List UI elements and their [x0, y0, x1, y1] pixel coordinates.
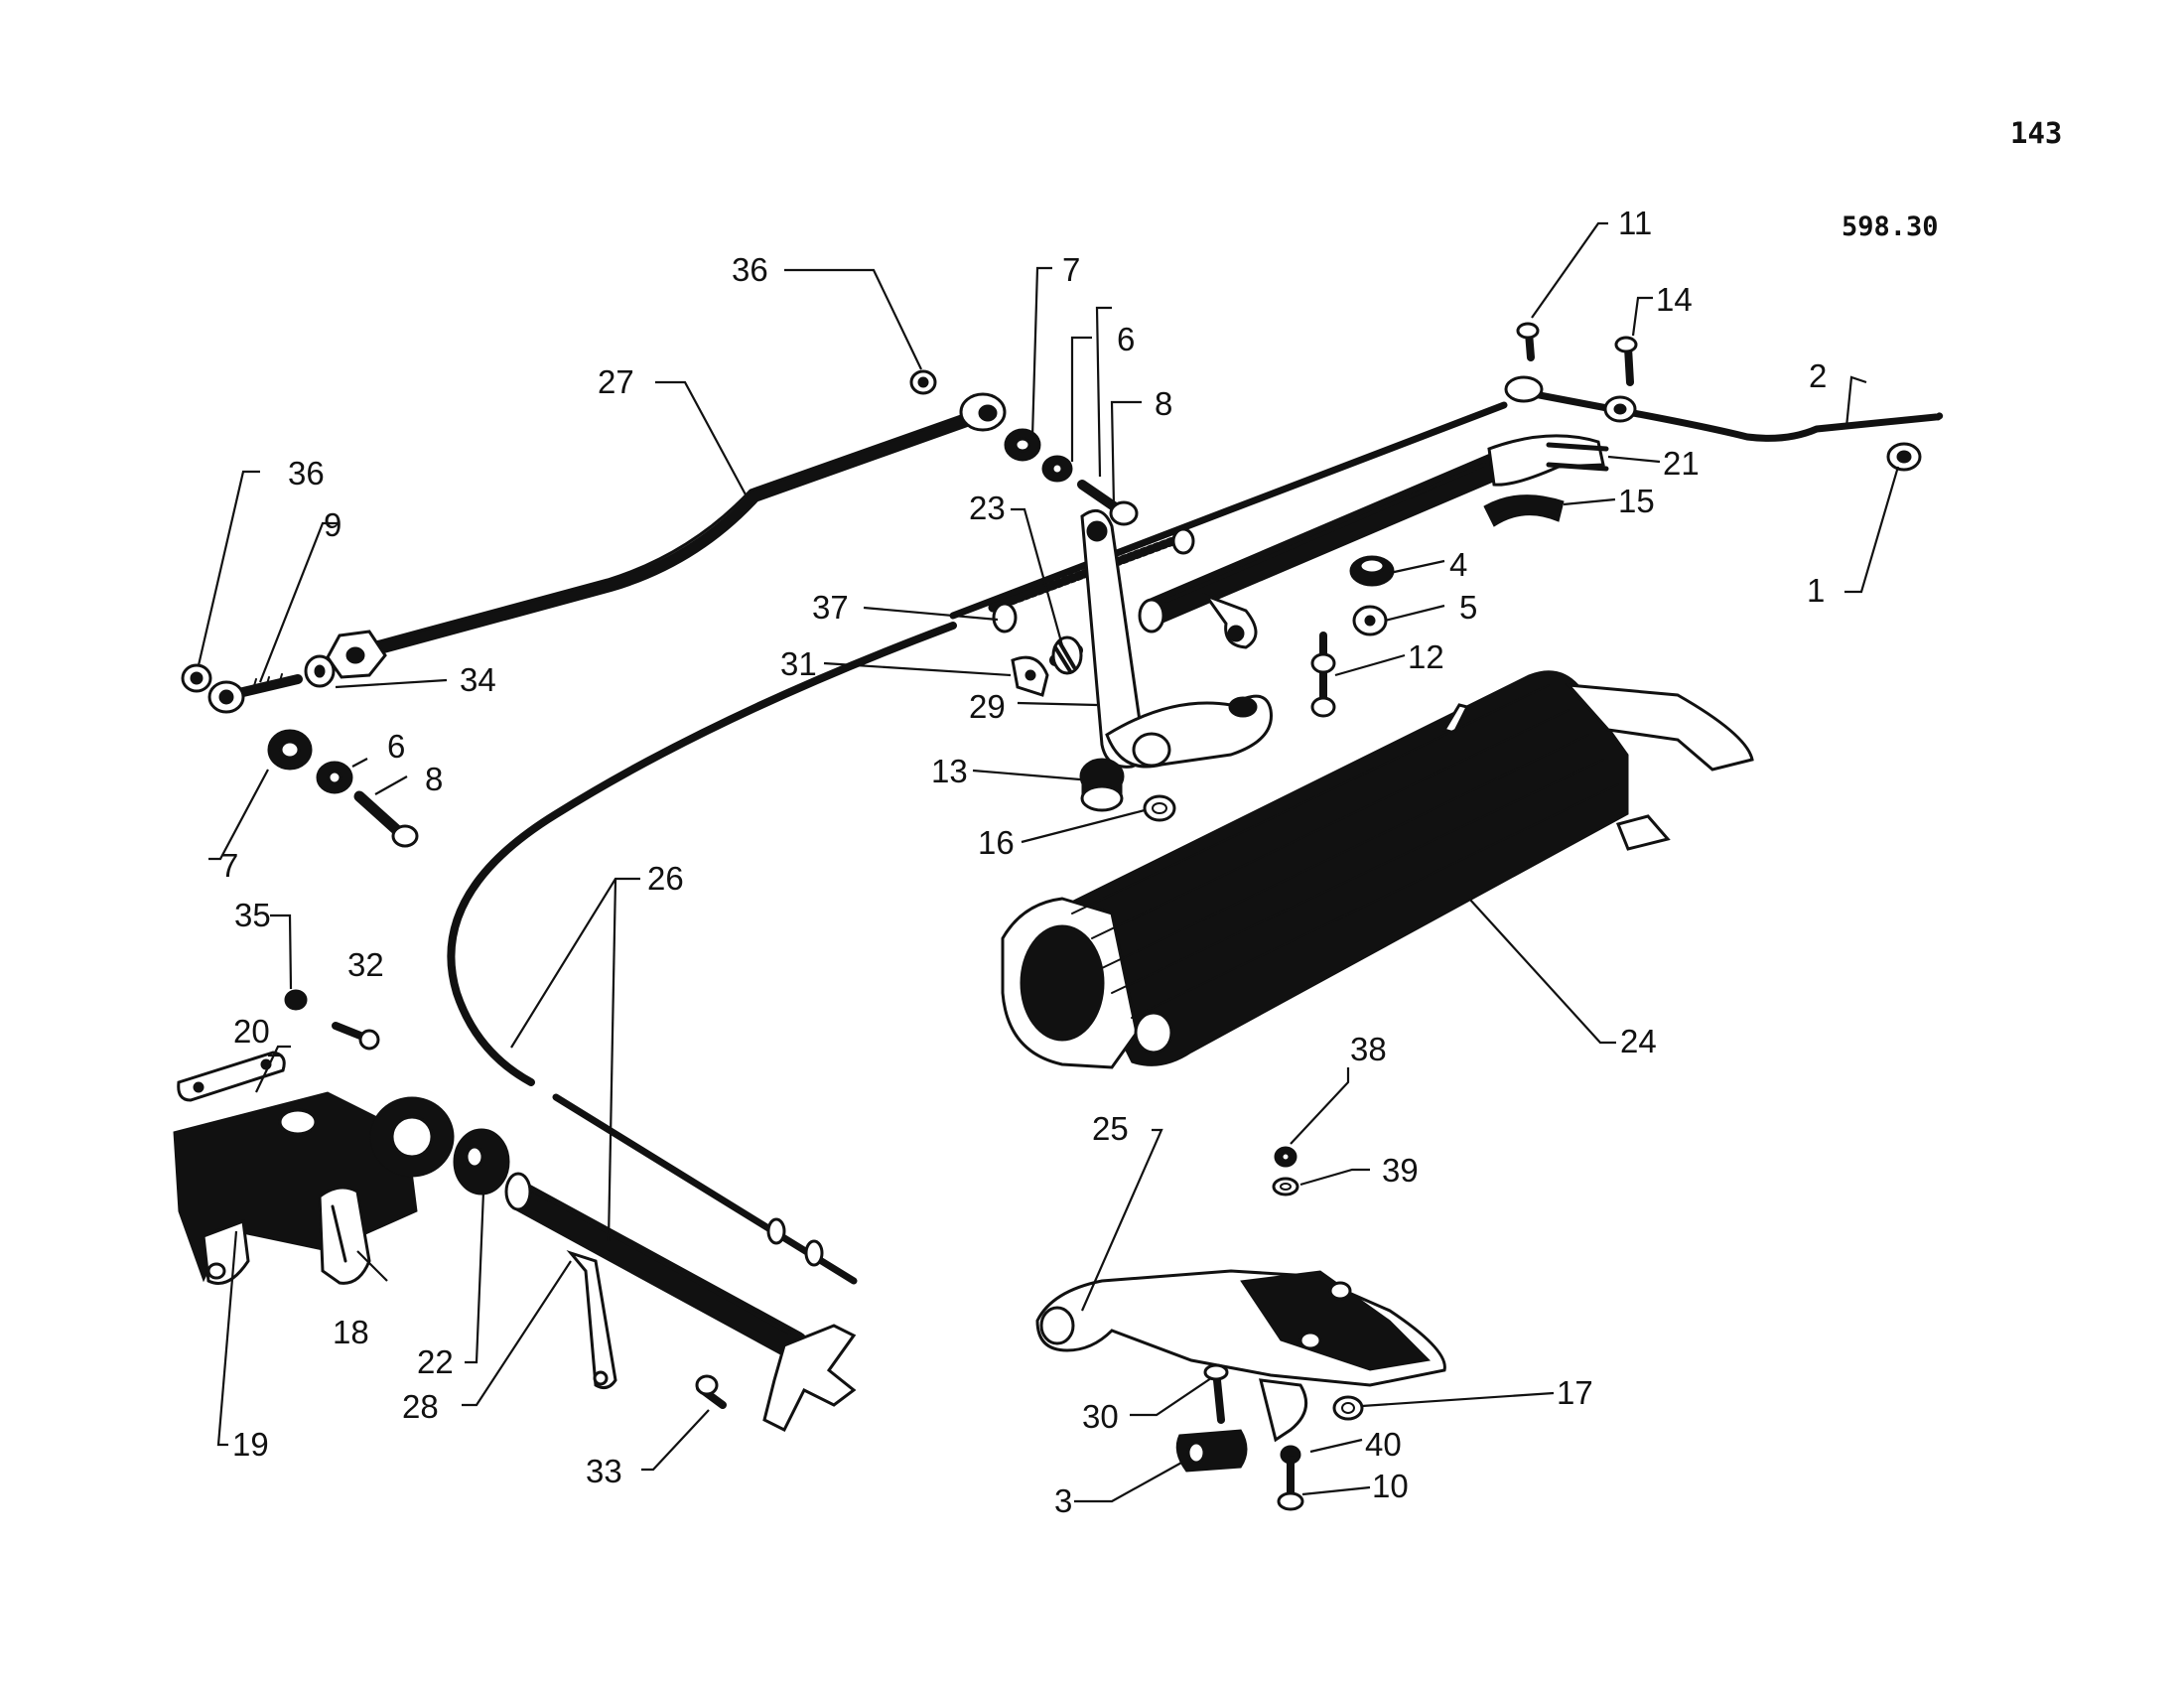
callout-38: 38	[1350, 1031, 1387, 1067]
part-14-bolt	[1614, 336, 1638, 386]
part-13-bushing	[1079, 758, 1125, 812]
callout-28: 28	[402, 1388, 439, 1425]
callout-34: 34	[460, 661, 496, 698]
callout-12: 12	[1408, 638, 1444, 675]
part-5-nut	[1352, 605, 1388, 636]
part-6-bushing-left	[316, 761, 353, 794]
callout-30: 30	[1082, 1398, 1119, 1435]
callout-35: 35	[234, 897, 271, 933]
part-2-rod	[1504, 375, 1945, 442]
part-12-stud	[1310, 632, 1336, 718]
part-16-washer	[1143, 794, 1176, 822]
part-33-bolt	[695, 1374, 727, 1409]
drawing-reference: 598.30	[1842, 211, 1939, 242]
callout-22: 22	[417, 1343, 454, 1380]
part-39-washer	[1272, 1177, 1299, 1196]
callout-8-left: 8	[425, 761, 444, 797]
callout-4: 4	[1449, 546, 1468, 583]
part-9-bolt	[207, 673, 303, 714]
callout-1: 1	[1807, 572, 1826, 609]
part-29-lever	[1080, 508, 1273, 769]
callout-9: 9	[324, 506, 342, 543]
callout-26: 26	[647, 860, 684, 897]
part-20-strap	[177, 1051, 286, 1102]
callout-29: 29	[969, 688, 1006, 725]
callout-31: 31	[780, 645, 817, 682]
callout-15: 15	[1618, 483, 1655, 519]
callout-16: 16	[978, 824, 1015, 861]
part-6-bushing-center	[1041, 455, 1073, 483]
part-7-bushing-center	[1004, 428, 1041, 462]
callout-5: 5	[1459, 589, 1478, 626]
part-36-nut-center	[909, 369, 937, 395]
callout-10: 10	[1372, 1468, 1409, 1504]
callout-20: 20	[233, 1013, 270, 1050]
callout-37: 37	[812, 589, 849, 626]
part-26-cable	[447, 622, 957, 1285]
part-22-disc	[453, 1128, 510, 1196]
part-34-washer	[304, 654, 336, 688]
part-17-nut	[1332, 1395, 1364, 1421]
callout-6-left: 6	[387, 728, 406, 765]
part-32-bolt	[332, 1022, 380, 1051]
part-11-bolt	[1516, 322, 1540, 361]
part-31-plate	[1011, 655, 1049, 697]
part-25-bracket	[1035, 1269, 1446, 1443]
callout-32: 32	[347, 946, 384, 983]
part-1-nut	[1886, 442, 1922, 472]
callout-7-center: 7	[1062, 251, 1081, 288]
part-bracket-boss	[369, 1096, 455, 1178]
callout-21: 21	[1663, 445, 1700, 482]
callout-24: 24	[1620, 1023, 1657, 1059]
part-28-tube	[504, 1172, 857, 1433]
callout-7-left: 7	[220, 847, 239, 884]
callout-14: 14	[1656, 281, 1693, 318]
part-30-bolt	[1203, 1363, 1229, 1424]
part-36-nut-left	[181, 663, 212, 693]
part-24-heater-box	[1001, 670, 1754, 1069]
part-35-nut	[284, 989, 308, 1011]
part-8-pin-center	[1077, 480, 1139, 526]
page-number: 143	[2010, 116, 2063, 150]
callout-27: 27	[598, 363, 634, 400]
part-23-spring	[1049, 635, 1083, 675]
part-18-plate	[318, 1186, 371, 1285]
part-3-clamp	[1175, 1429, 1248, 1473]
callout-19: 19	[232, 1426, 269, 1463]
callout-40: 40	[1365, 1426, 1402, 1463]
callout-36-top: 36	[732, 251, 768, 288]
callout-8-center: 8	[1155, 385, 1173, 422]
callout-36-left: 36	[288, 455, 325, 492]
callout-39: 39	[1382, 1152, 1419, 1189]
part-4-cap	[1349, 555, 1395, 587]
callout-25: 25	[1092, 1110, 1129, 1147]
callout-11: 11	[1618, 205, 1653, 241]
callout-17: 17	[1557, 1374, 1593, 1411]
callout-18: 18	[333, 1314, 369, 1350]
callout-3: 3	[1054, 1482, 1073, 1519]
callout-2: 2	[1809, 357, 1828, 394]
callout-13: 13	[931, 753, 968, 789]
callout-33: 33	[586, 1453, 622, 1489]
part-7-bushing-left	[267, 729, 313, 771]
part-10-bolt	[1277, 1456, 1304, 1511]
leader-lines	[197, 221, 1900, 1503]
part-21-tube	[1138, 434, 1609, 633]
part-8-pin-left	[353, 790, 419, 848]
part-15-clip	[1483, 494, 1565, 527]
part-38-nut	[1274, 1146, 1297, 1168]
part-21-clamp	[1201, 592, 1258, 649]
callout-23: 23	[969, 490, 1006, 526]
part-27-rod	[326, 392, 1007, 679]
callout-6-center: 6	[1117, 321, 1136, 357]
